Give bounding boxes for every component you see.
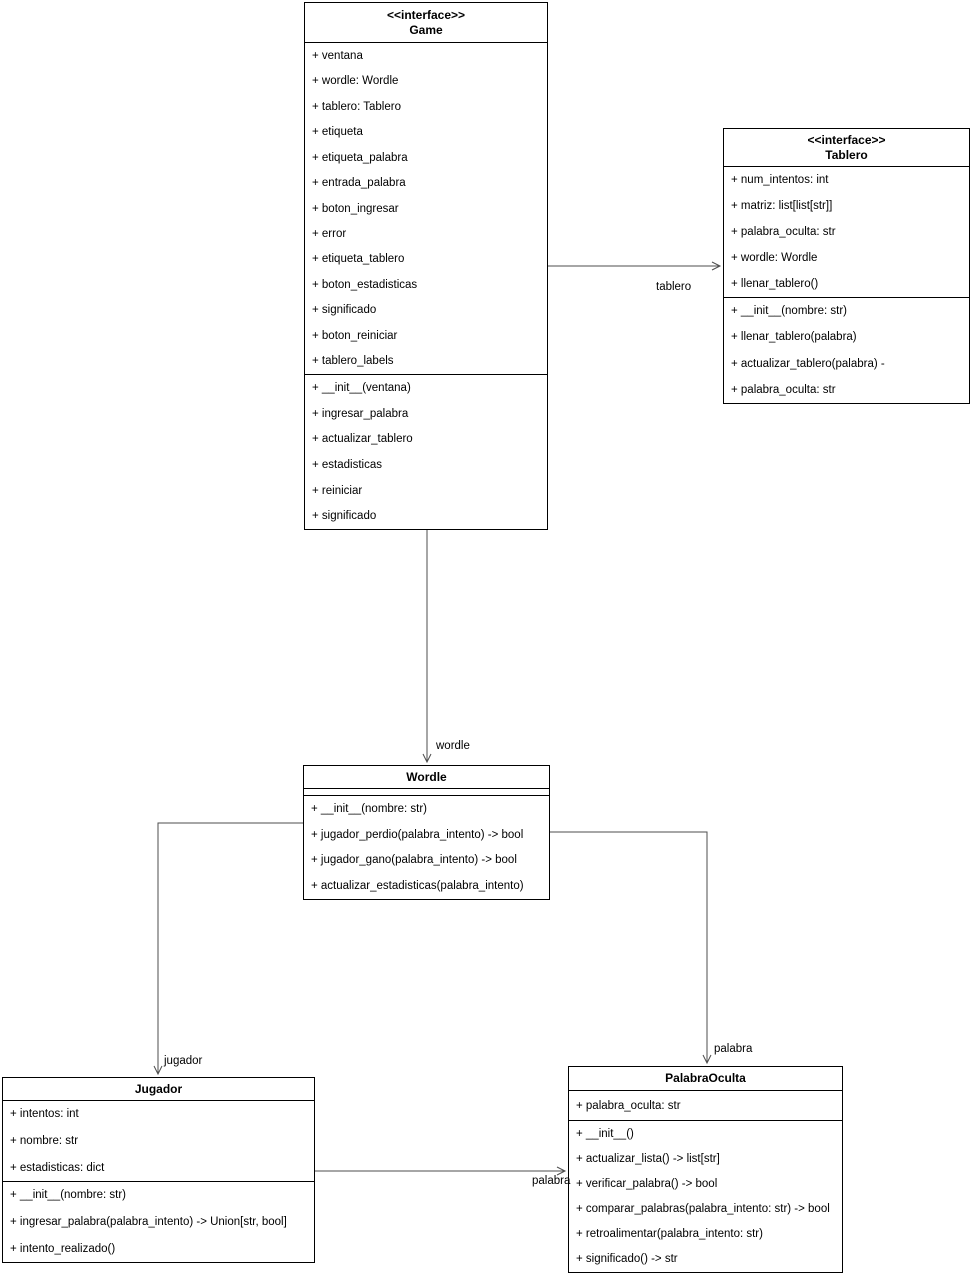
attribute-row: + etiqueta_tablero	[312, 253, 405, 266]
connector-label-wordle: wordle	[436, 740, 470, 752]
method-row: + jugador_perdio(palabra_intento) -> boo…	[311, 828, 524, 841]
method-row: + llenar_tablero(palabra)	[731, 331, 857, 344]
method-row: + actualizar_lista() -> list[str]	[576, 1152, 720, 1165]
attribute-row: + ventana	[312, 49, 363, 62]
attribute-row: + estadisticas: dict	[10, 1161, 105, 1174]
attribute-row: + nombre: str	[10, 1135, 79, 1147]
class-stereotype: <<interface>>	[386, 7, 466, 22]
connector-label-tablero: tablero	[656, 281, 692, 293]
class-title-tablero: <<interface>> Tablero	[724, 129, 969, 167]
attribute-row: + tablero: Tablero	[312, 100, 401, 113]
connector-label-palabra-top: palabra	[714, 1043, 753, 1055]
method-row: + significado() -> str	[576, 1253, 678, 1266]
method-row: + __init__(nombre: str)	[731, 305, 848, 318]
methods-compartment: + __init__() + actualizar_lista() -> lis…	[569, 1120, 842, 1272]
methods-compartment: + __init__(ventana) + ingresar_palabra +…	[305, 374, 547, 529]
method-row: + __init__(ventana)	[312, 381, 411, 394]
class-name: Game	[409, 22, 443, 37]
class-box-game: <<interface>> Game + ventana + wordle: W…	[304, 2, 548, 530]
attribute-row: + tablero_labels	[312, 355, 394, 368]
method-row: + ingresar_palabra	[312, 407, 409, 420]
attributes-compartment: + intentos: int + nombre: str + estadist…	[3, 1101, 314, 1181]
method-row: + palabra_oculta: str	[731, 383, 836, 396]
attribute-row: + error	[312, 228, 347, 241]
class-box-wordle: Wordle + __init__(nombre: str) + jugador…	[303, 765, 550, 900]
class-box-jugador: Jugador + intentos: int + nombre: str + …	[2, 1077, 315, 1263]
attributes-compartment: + num_intentos: int + matriz: list[list[…	[724, 167, 969, 297]
class-title-wordle: Wordle	[304, 766, 549, 789]
attribute-row: + intentos: int	[10, 1108, 79, 1121]
method-row: + retroalimentar(palabra_intento: str)	[576, 1228, 763, 1241]
class-title-jugador: Jugador	[3, 1078, 314, 1101]
attribute-row: + llenar_tablero()	[731, 278, 819, 290]
attribute-row: + significado	[312, 304, 377, 317]
attribute-row: + etiqueta	[312, 126, 363, 139]
attribute-row: + boton_estadisticas	[312, 278, 418, 291]
class-title-palabraoculta: PalabraOculta	[569, 1067, 842, 1091]
connector-label-jugador: jugador	[164, 1055, 203, 1067]
class-title-game: <<interface>> Game	[305, 3, 547, 43]
methods-compartment: + __init__(nombre: str) + jugador_perdio…	[304, 795, 549, 899]
methods-compartment: + __init__(nombre: str) + ingresar_palab…	[3, 1181, 314, 1262]
attribute-row: + boton_reiniciar	[312, 329, 398, 342]
method-row: + comparar_palabras(palabra_intento: str…	[576, 1203, 830, 1216]
attribute-row: + wordle: Wordle	[312, 75, 399, 88]
attribute-row: + entrada_palabra	[312, 177, 406, 190]
method-row: + actualizar_tablero	[312, 433, 413, 446]
method-row: + __init__(nombre: str)	[10, 1189, 127, 1202]
method-row: + intento_realizado()	[10, 1242, 116, 1255]
attribute-row: + etiqueta_palabra	[312, 151, 408, 164]
method-row: + reiniciar	[312, 484, 363, 497]
method-row: + jugador_gano(palabra_intento) -> bool	[311, 854, 517, 867]
class-name: Tablero	[825, 147, 868, 162]
attribute-row: + palabra_oculta: str	[576, 1099, 681, 1112]
class-name: PalabraOculta	[665, 1071, 746, 1085]
association-wordle-palabraoculta	[550, 831, 712, 1065]
method-row: + estadisticas	[312, 458, 382, 471]
class-stereotype: <<interface>>	[807, 132, 886, 147]
attribute-row: + boton_ingresar	[312, 202, 399, 215]
attribute-row: + num_intentos: int	[731, 174, 829, 186]
class-name: Wordle	[406, 769, 447, 784]
methods-compartment: + __init__(nombre: str) + llenar_tablero…	[724, 297, 969, 403]
attribute-row: + palabra_oculta: str	[731, 226, 836, 238]
connector-label-palabra-bottom: palabra	[532, 1175, 571, 1187]
class-box-palabraoculta: PalabraOculta + palabra_oculta: str + __…	[568, 1066, 843, 1273]
attributes-compartment: + palabra_oculta: str	[569, 1091, 842, 1120]
method-row: + actualizar_tablero(palabra) -	[731, 357, 885, 370]
method-row: + verificar_palabra() -> bool	[576, 1177, 718, 1190]
class-box-tablero: <<interface>> Tablero + num_intentos: in…	[723, 128, 970, 404]
method-row: + significado	[312, 510, 377, 523]
class-name: Jugador	[134, 1081, 183, 1096]
association-wordle-jugador	[153, 822, 303, 1076]
attribute-row: + wordle: Wordle	[731, 252, 818, 264]
attributes-compartment: + ventana + wordle: Wordle + tablero: Ta…	[305, 43, 547, 374]
method-row: + __init__(nombre: str)	[311, 802, 428, 815]
attribute-row: + matriz: list[list[str]]	[731, 200, 833, 212]
method-row: + __init__()	[576, 1127, 634, 1140]
method-row: + ingresar_palabra(palabra_intento) -> U…	[10, 1216, 287, 1228]
method-row: + actualizar_estadisticas(palabra_intent…	[311, 880, 524, 893]
